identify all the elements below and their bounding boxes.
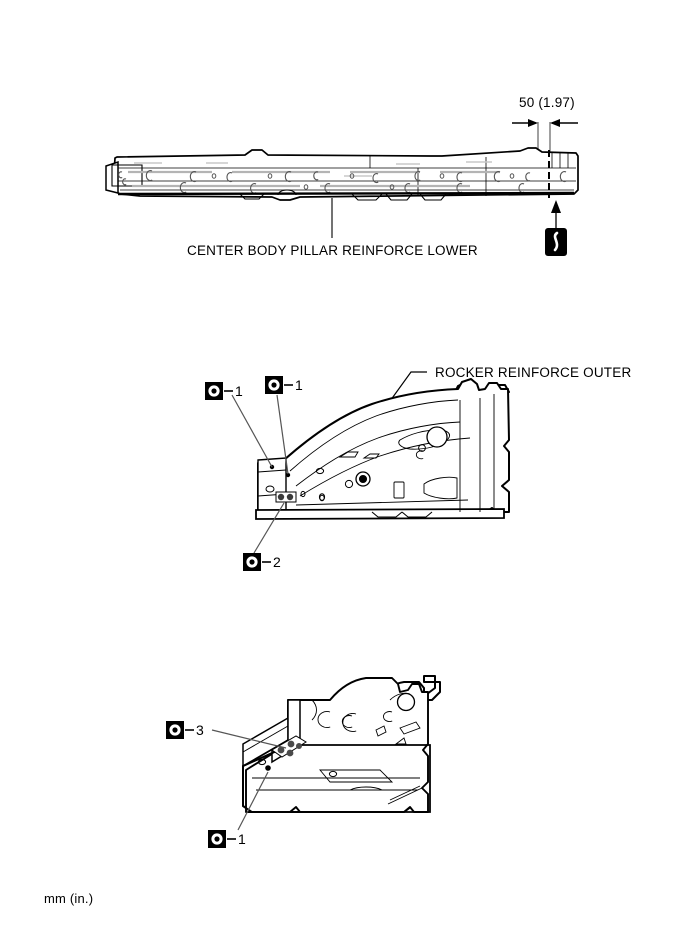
mig-plug-weld-symbol — [545, 228, 567, 256]
figure-3-holes — [396, 692, 416, 712]
dimension-arrowhead-left — [528, 119, 538, 127]
callout-number-1b: 1 — [295, 377, 303, 393]
rocker-holes — [355, 426, 448, 487]
rocker-emboss-details — [338, 429, 458, 500]
callout-number-1a: 1 — [235, 383, 243, 399]
figure-2-group — [205, 371, 510, 571]
figure-3-small-holes — [257, 758, 338, 778]
callout-marker-1b — [265, 376, 293, 394]
rocker-bottom-flange — [255, 508, 505, 520]
beam-flange-marks — [118, 170, 567, 194]
callout-marker-2 — [243, 553, 271, 571]
weld-nugget-cluster-figure-2 — [275, 491, 297, 503]
beam-bottom-edge — [117, 189, 575, 201]
part-label-rocker-reinforce-outer: ROCKER REINFORCE OUTER — [435, 365, 632, 380]
callout-marker-3 — [166, 721, 194, 739]
figure-3-weld-dot — [265, 765, 271, 771]
rocker-small-holes — [300, 444, 426, 502]
dimension-label-50: 50 (1.97) — [519, 95, 575, 110]
beam-shading-small — [134, 161, 492, 177]
figure-3-interior-lines — [252, 692, 423, 805]
figure-3-group — [166, 675, 441, 848]
dimension-arrowhead-right — [550, 119, 560, 127]
beam-holes — [211, 173, 515, 190]
figure-3-callout-leaders — [211, 729, 287, 831]
callout-marker-1a — [205, 382, 233, 400]
figure-2-callout-leaders — [231, 394, 289, 554]
figure-1-group — [105, 119, 579, 256]
rocker-body-main — [257, 378, 510, 515]
rocker-left-block-hole — [265, 485, 275, 493]
callout-number-2: 2 — [273, 554, 281, 570]
figure-2-leader-line — [384, 371, 427, 409]
callout-marker-1c — [208, 830, 236, 848]
beam-shading-strips — [128, 170, 500, 188]
part-label-center-body-pillar-reinforce-lower: CENTER BODY PILLAR REINFORCE LOWER — [187, 243, 478, 258]
rocker-interior-lines — [289, 394, 495, 512]
unit-note: mm (in.) — [44, 891, 94, 906]
weld-nugget-cluster-figure-3 — [271, 735, 307, 758]
callout-number-3: 3 — [196, 722, 204, 738]
weld-symbol-leader — [551, 200, 561, 228]
callout-number-1c: 1 — [238, 831, 246, 847]
